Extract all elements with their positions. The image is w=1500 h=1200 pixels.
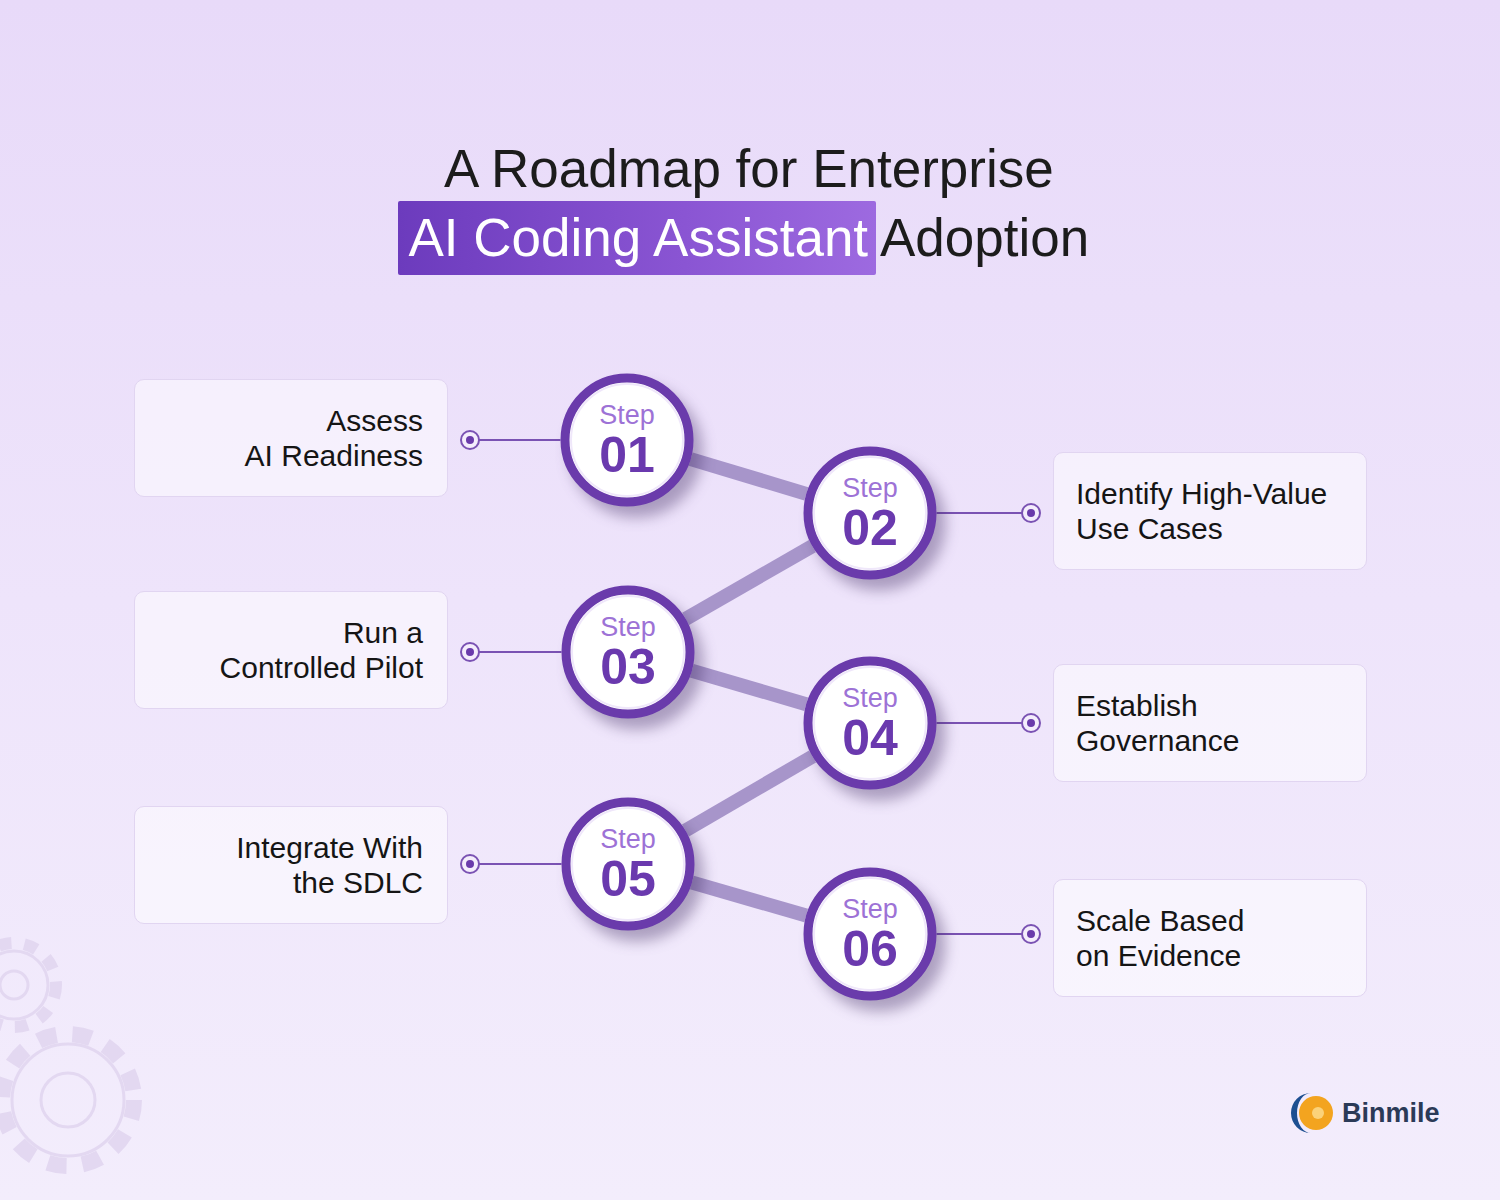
- step-connector: [691, 459, 807, 494]
- step-title: Establish Governance: [1076, 688, 1242, 758]
- step-title: Integrate With the SDLC: [234, 830, 423, 900]
- step-number: 05: [558, 851, 698, 907]
- leader-dot-ring: [1022, 714, 1040, 732]
- step-box: Establish Governance: [1053, 664, 1367, 782]
- leader-dot-ring: [461, 855, 479, 873]
- leader-dot-center: [1027, 930, 1035, 938]
- step-circle: Step05: [558, 794, 698, 934]
- step-number: 03: [558, 639, 698, 695]
- leader-dot-center: [466, 860, 474, 868]
- gear-rim: [0, 951, 48, 1019]
- logo-icon: [1291, 1093, 1333, 1133]
- logo-inner-dot: [1312, 1107, 1324, 1119]
- title: A Roadmap for Enterprise AI Coding Assis…: [409, 134, 1092, 272]
- leader-dot: [1022, 925, 1040, 943]
- step-box: Scale Based on Evidence: [1053, 879, 1367, 997]
- step-box: Run a Controlled Pilot: [134, 591, 448, 709]
- gear-hole: [41, 1073, 95, 1127]
- step-connector: [686, 546, 813, 619]
- gear-rim: [12, 1044, 124, 1156]
- leader-dot: [461, 643, 479, 661]
- step-title: Assess AI Readiness: [242, 403, 423, 473]
- logo-orange-disc: [1299, 1096, 1333, 1130]
- step-circle: Step02: [800, 443, 940, 583]
- step-box: Assess AI Readiness: [134, 379, 448, 497]
- step-label: Step: [800, 472, 940, 504]
- step-number: 04: [800, 710, 940, 766]
- leader-dot-center: [466, 436, 474, 444]
- leader-dot-ring: [461, 643, 479, 661]
- step-title: Run a Controlled Pilot: [217, 615, 423, 685]
- step-label: Step: [800, 893, 940, 925]
- brand-name: Binmile: [1342, 1097, 1440, 1129]
- step-connector: [692, 671, 806, 705]
- gear-teeth: [0, 943, 56, 1027]
- leader-dot-center: [1027, 509, 1035, 517]
- step-label: Step: [558, 823, 698, 855]
- step-label: Step: [800, 682, 940, 714]
- step-title: Identify High-Value Use Cases: [1076, 476, 1330, 546]
- step-connector: [685, 756, 812, 830]
- step-title: Scale Based on Evidence: [1076, 903, 1247, 973]
- leader-dot-ring: [1022, 925, 1040, 943]
- step-label: Step: [557, 399, 697, 431]
- leader-dot: [461, 855, 479, 873]
- leader-dot: [1022, 504, 1040, 522]
- step-number: 06: [800, 921, 940, 977]
- leader-dot-group: [461, 431, 1040, 943]
- step-number: 01: [557, 427, 697, 483]
- step-box: Identify High-Value Use Cases: [1053, 452, 1367, 570]
- step-circle: Step04: [800, 653, 940, 793]
- step-circle: Step06: [800, 864, 940, 1004]
- gear-teeth: [2, 1034, 134, 1166]
- leader-dot: [461, 431, 479, 449]
- leader-dot: [1022, 714, 1040, 732]
- step-label: Step: [558, 611, 698, 643]
- gear-decoration: [0, 943, 134, 1166]
- step-number: 02: [800, 500, 940, 556]
- step-connector: [692, 882, 806, 915]
- leader-dot-ring: [1022, 504, 1040, 522]
- leader-dot-center: [1027, 719, 1035, 727]
- step-circle: Step01: [557, 370, 697, 510]
- step-circle: Step03: [558, 582, 698, 722]
- connector-group: [448, 440, 1053, 934]
- leader-dot-ring: [461, 431, 479, 449]
- step-box: Integrate With the SDLC: [134, 806, 448, 924]
- gear-hole: [0, 971, 28, 999]
- leader-dot-center: [466, 648, 474, 656]
- logo-blue-crescent: [1291, 1093, 1311, 1133]
